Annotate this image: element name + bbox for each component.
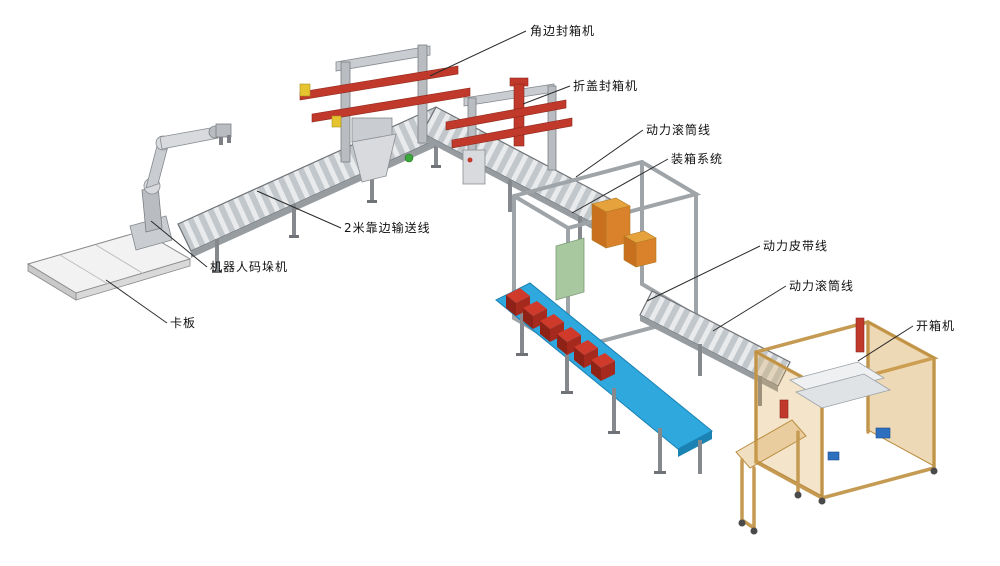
label-flap-sealer: 折盖封箱机 xyxy=(573,79,639,93)
flap-sealer-machine xyxy=(445,77,573,185)
leader-belt-line xyxy=(646,245,761,302)
label-pallet: 卡板 xyxy=(170,316,197,330)
robot-palletizer-machine xyxy=(129,123,232,251)
label-conveyor-2m: 2米靠边输送线 xyxy=(344,221,431,235)
label-case-erector: 开箱机 xyxy=(916,319,956,333)
label-belt-line: 动力皮带线 xyxy=(763,239,829,253)
leader-robot-palletizer xyxy=(150,220,208,268)
power-roller-line-bottom xyxy=(639,290,791,406)
corner-sealer-machine xyxy=(299,44,471,183)
label-roller-line-top: 动力滚筒线 xyxy=(646,123,712,137)
leader-flap-sealer xyxy=(522,85,571,105)
red-cartons-on-belt xyxy=(506,288,615,381)
leader-roller-line-top xyxy=(575,129,644,178)
label-robot-palletizer: 机器人码垛机 xyxy=(210,260,289,274)
label-corner-sealer: 角边封箱机 xyxy=(530,24,596,38)
leader-pallet xyxy=(105,279,168,324)
label-packing-system: 装箱系统 xyxy=(671,152,724,166)
leader-conveyor-2m xyxy=(256,190,342,229)
leader-lines xyxy=(105,30,914,362)
leader-packing-system xyxy=(571,158,669,214)
label-roller-line-bottom: 动力滚筒线 xyxy=(789,279,855,293)
leader-roller-line-bottom xyxy=(712,285,787,332)
leader-corner-sealer xyxy=(429,30,527,77)
case-erector-machine xyxy=(735,317,939,535)
leader-case-erector xyxy=(857,325,914,362)
